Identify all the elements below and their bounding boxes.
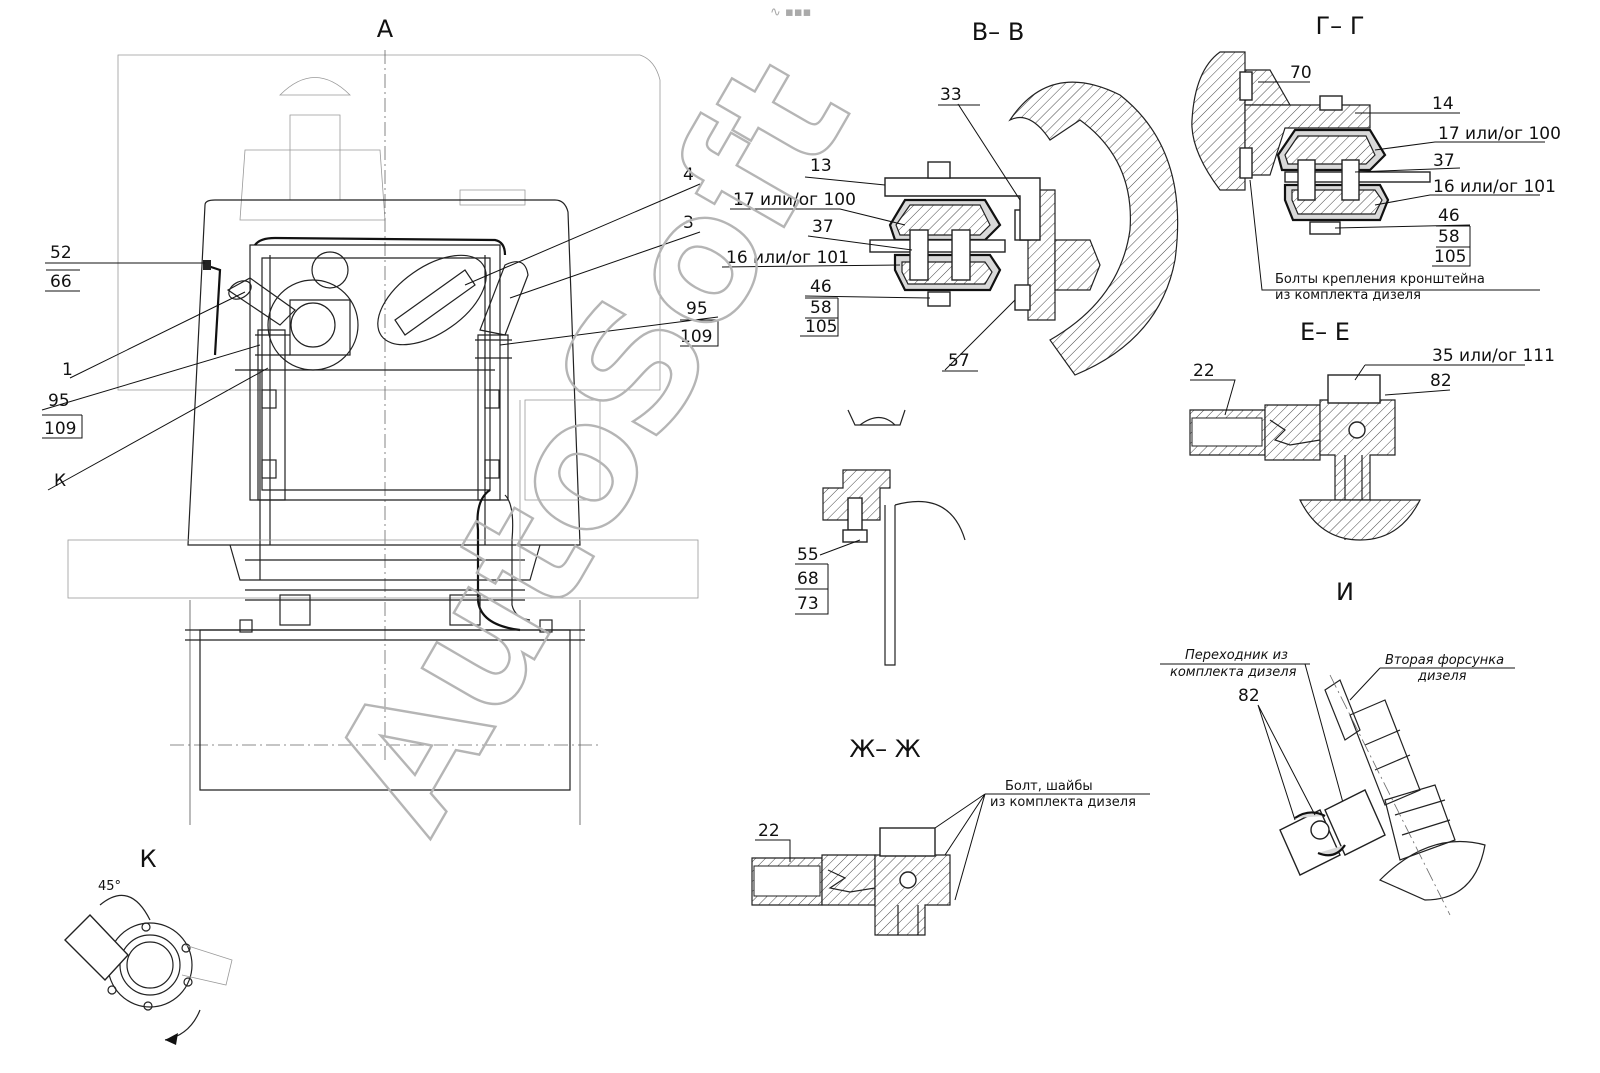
note-brackets-1: Болты крепления кронштейна [1275,272,1485,287]
label-33: 33 [940,85,962,105]
view-zh-title: Ж– Ж [849,735,920,763]
view-a: А [41,15,719,825]
view-i-title: И [1336,578,1354,606]
note-bolt-2: из комплекта дизеля [990,795,1136,810]
watermark-text: AutoSoft [294,30,888,861]
note-brackets-2: из комплекта дизеля [1275,288,1421,303]
view-vv: В– В 33 13 17 или/ог 100 37 16 или/ог 10… [721,18,1179,376]
label-4: 4 [683,165,694,185]
label-55: 55 [797,545,819,565]
label-109: 109 [44,419,76,439]
svg-text:∿ ▪▪▪: ∿ ▪▪▪ [770,5,811,20]
view-k: К 45° [64,845,233,1045]
label-1: 1 [62,360,73,380]
label-k-ref: К [54,471,66,491]
label-105-vv: 105 [805,317,837,337]
note-bolt-1: Болт, шайбы [1005,779,1093,794]
note-adapter-1: Переходник из [1185,648,1288,663]
label-95: 95 [48,391,70,411]
label-105-gg: 105 [1434,247,1466,267]
label-109-right: 109 [680,327,712,347]
label-13: 13 [810,156,832,176]
label-37-vv: 37 [812,217,834,237]
label-52: 52 [50,243,72,263]
label-16-vv: 16 или/ог 101 [726,248,849,268]
view-i: И Переходник из комплекта дизеля Вторая … [1160,578,1515,916]
label-57: 57 [948,351,970,371]
note-injector-2: дизеля [1417,669,1467,684]
label-46-gg: 46 [1438,206,1460,226]
view-gg: Г– Г 70 14 17 или/ог 100 37 16 или/ог 10… [1191,12,1561,303]
label-16-gg: 16 или/ог 101 [1433,177,1556,197]
label-73: 73 [797,594,819,614]
view-mount-detail: 55 68 73 [795,409,966,666]
label-22-zh: 22 [758,821,780,841]
label-58-vv: 58 [810,298,832,318]
label-14: 14 [1432,94,1454,114]
view-vv-title: В– В [972,18,1025,46]
note-adapter-2: комплекта дизеля [1170,665,1297,680]
label-17-vv: 17 или/ог 100 [733,190,856,210]
angle-45: 45° [98,879,121,894]
note-injector-1: Вторая форсунка [1385,653,1504,668]
view-zh: Ж– Ж Болт, шайбы из комплекта дизеля 22 [751,735,1150,936]
label-17-gg: 17 или/ог 100 [1438,124,1561,144]
label-22-ee: 22 [1193,361,1215,381]
label-58-gg: 58 [1438,227,1460,247]
label-46-vv: 46 [810,277,832,297]
label-35: 35 или/ог 111 [1432,346,1555,366]
view-a-title: А [377,15,394,43]
label-95-right: 95 [686,299,708,319]
label-82-i: 82 [1238,686,1260,706]
label-70: 70 [1290,63,1312,83]
view-ee-title: Е– Е [1300,318,1350,346]
label-82-ee: 82 [1430,371,1452,391]
label-66: 66 [50,272,72,292]
label-68: 68 [797,569,819,589]
label-37-gg: 37 [1433,151,1455,171]
view-gg-title: Г– Г [1316,12,1365,40]
view-ee: Е– Е 22 35 или/ог 111 82 [1189,318,1555,541]
view-k-title: К [139,845,156,873]
label-3: 3 [683,213,694,233]
